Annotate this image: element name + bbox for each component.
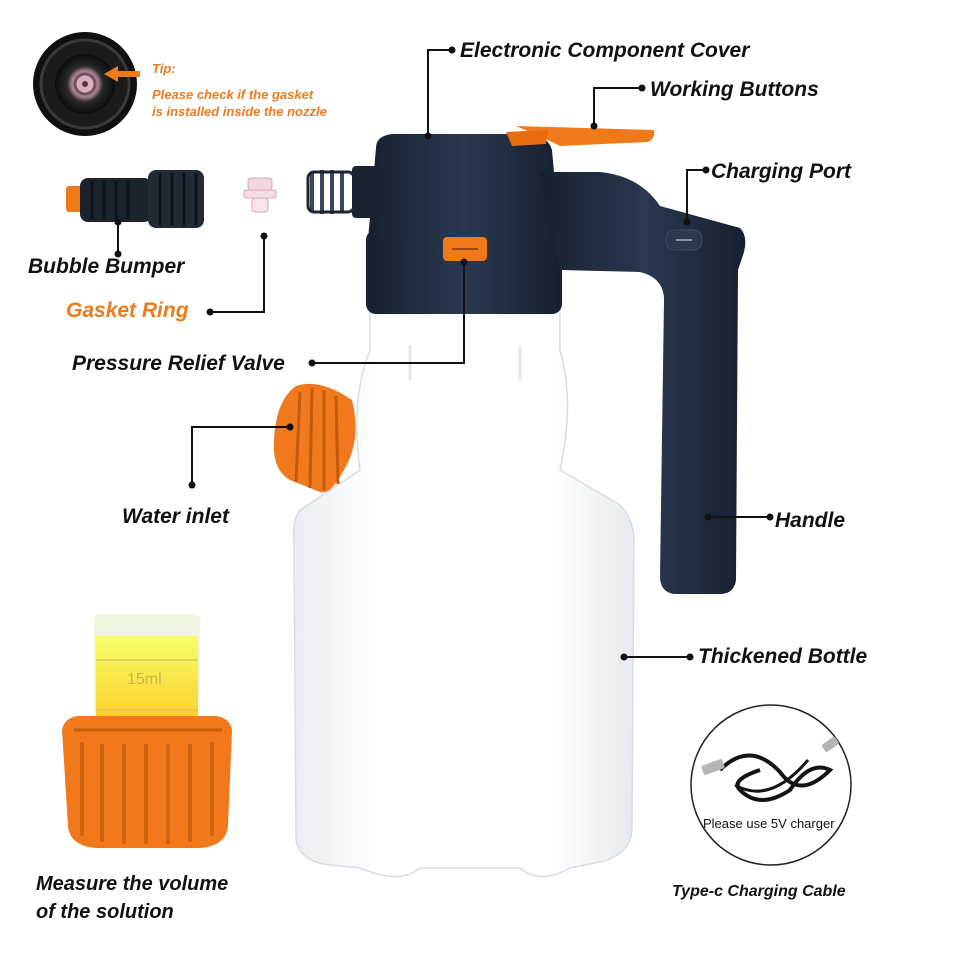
tip-body: Please check if the gasket is installed … [152,86,372,120]
tip-line-2: is installed inside the nozzle [152,104,327,119]
label-pressure-valve: Pressure Relief Valve [72,352,285,375]
measure-caption: Measure the volume of the solution [36,870,228,926]
label-bubble-bumper: Bubble Bumper [28,255,185,278]
label-water-inlet: Water inlet [122,505,229,528]
cable-caption: Please use 5V charger [703,816,835,831]
cable-title: Type-c Charging Cable [672,883,846,900]
measure-line-1: Measure the volume [36,873,229,895]
cable-inset [690,704,852,866]
tip-line-1: Please check if the gasket [152,87,314,102]
leader-lines [117,49,770,658]
bubble-bumper-part [66,170,204,228]
water-inlet-cap [273,383,356,493]
label-thickened-bottle: Thickened Bottle [698,645,868,668]
tip-title: Tip: [152,61,176,76]
measure-line-2: of the solution [36,901,174,923]
bottle-body [292,309,635,878]
cup-mark-upper: 15ml [127,671,162,688]
gasket-ring-part [243,177,277,213]
label-gasket-ring: Gasket Ring [66,299,189,322]
label-working-buttons: Working Buttons [650,78,819,101]
measuring-cup: 15ml 10ml [62,614,232,848]
nozzle-closeup [33,32,140,136]
label-charging-port: Charging Port [711,160,851,183]
handle-part [540,172,746,594]
label-electronic-cover: Electronic Component Cover [460,39,750,62]
leader-dots [114,46,774,661]
label-handle: Handle [775,509,846,532]
